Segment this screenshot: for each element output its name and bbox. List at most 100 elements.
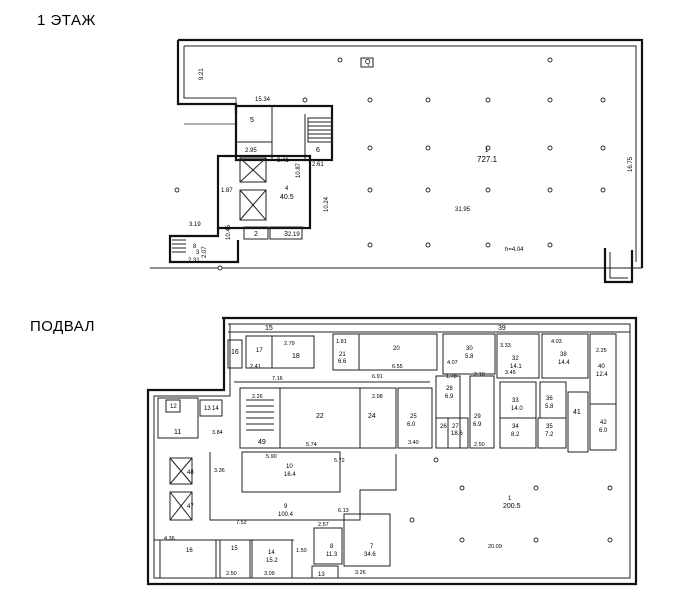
b-dim-30: 2.50 [474,442,485,448]
b-dim-55: 1.50 [296,548,307,554]
west-annex [168,228,240,264]
room-27-box [397,387,433,449]
b-dim-53: 3.09 [264,571,275,577]
b-room-33-area: 14.1 [510,364,522,370]
b-dim-1: 1.81 [336,339,347,345]
room-4-id: 4 [285,186,289,192]
hatch-strip [184,97,237,125]
room-8-area: 3 [196,250,200,256]
b-room-25-id: 21 [339,352,346,358]
b-dim-19: 2.26 [252,394,263,400]
b-dim-39: 5.72 [334,458,345,464]
dim-first-4: 3.41 [277,158,289,164]
b-room-23-id: 20 [393,346,400,352]
b-room-29-id: 27 [452,424,459,430]
b-room-11-id: 13 [318,572,325,578]
basement-inner-wall [153,323,631,579]
room-37-box [539,381,567,419]
b-room-10-id: 10 [286,464,293,470]
b-room-7-id: 7 [370,544,374,550]
stair-6 [307,117,333,143]
room-4-area: 40.5 [280,194,294,201]
room-31-box [442,333,496,375]
b-dim-52: 2.50 [226,571,237,577]
b-room-30-area: 6.9 [445,394,454,400]
b-dim-35: 3.84 [212,430,223,436]
b-room-35-id: 34 [512,424,519,430]
room-22-box [271,335,315,369]
mark-q: Q [365,59,371,66]
inner-wall-line [184,45,637,262]
east-structure [603,248,634,284]
dim-first-3: 2.95 [245,148,257,154]
b-room-24-id: 22 [316,413,324,420]
dim-first-1: 9.21 [199,68,205,80]
b-dim-18: 2.10 [474,372,485,378]
b-room-1-id: 1 [508,496,512,502]
b-room-27-area: 6.0 [407,422,416,428]
b-room-10-area: 16.4 [284,472,296,478]
b-room-7-area: 34.6 [364,552,376,558]
basement-title: ПОДВАЛ [30,318,95,335]
room-3-box [269,226,303,240]
room-2-id: 2 [254,231,258,238]
first-floor-plan: 9.21 15.34 2.95 3.41 10.87 2.61 1.87 10.… [150,38,644,284]
b-dim-45: 2.57 [318,522,329,528]
dim-first-13: 2.07 [202,246,208,258]
b-room-29-area: 18.6 [451,431,463,437]
room-13-box [219,539,251,579]
b-room-42-id: 42 [600,420,607,426]
b-room-16-id: 12 [170,404,177,410]
stair-8 [172,239,186,253]
lift-shaft [239,157,267,183]
b-room-34-id: 33 [512,398,519,404]
room-8b-box [313,527,343,565]
dim-first-15: 16.75 [628,156,634,172]
room-15-box [157,397,199,439]
room-20-box [227,339,243,369]
room-42-box [589,403,617,451]
dim-first-12: 2.31 [188,258,200,264]
b-room-36-area: 7.2 [545,432,554,438]
b-dim-20: 2.98 [372,394,383,400]
core-lifts [216,154,312,230]
lift-47 [169,491,193,521]
room-10-box [241,451,341,493]
b-room-39-id: 39 [498,325,506,332]
b-room-20-id: 16 [231,349,239,356]
b-room-17-id: 13 [204,406,211,412]
basement-plan: 15 39 16 17 18 21 6.6 20 30 5.8 32 14.1 … [146,316,638,586]
dim-first-5: 10.87 [296,162,302,178]
room-32-box [469,375,495,449]
b-room-40-id: 40 [598,364,605,370]
b-room-38-area: 14.4 [558,360,570,366]
b-room-32-area: 6.9 [473,422,482,428]
b-room-49-id: 49 [258,439,266,446]
b-dim-7: 6.55 [392,364,403,370]
b-dim-4: 2.41 [250,364,261,370]
room-38-box [541,333,589,379]
dim-first-10: 10.45 [226,224,232,240]
b-room-41-id: 41 [573,409,581,416]
dim-first-16: h=4.04 [505,247,524,253]
b-dim-13: 2.25 [596,348,607,354]
outer-wall-west [176,40,238,114]
room-16-box [165,399,181,413]
lift-48 [169,457,193,485]
basement-outer-wall [146,316,638,586]
b-room-22-id: 18 [292,353,300,360]
b-room-31-id: 30 [466,346,473,352]
b-room-47-id: 47 [187,504,194,510]
room-26-box [359,387,397,449]
room-8-id: 8 [193,244,197,250]
b-room-32-id: 29 [474,414,481,420]
room-6-id: 6 [316,147,320,154]
b-room-9-id: 9 [284,504,288,510]
room-11-box [311,565,339,579]
b-dim-0: 2.79 [284,341,295,347]
b-dim-40: 3.36 [214,468,225,474]
b-room-30-id: 28 [446,386,453,392]
b-dim-10: 3.33 [500,343,511,349]
b-room-28-id: 26 [440,424,447,430]
